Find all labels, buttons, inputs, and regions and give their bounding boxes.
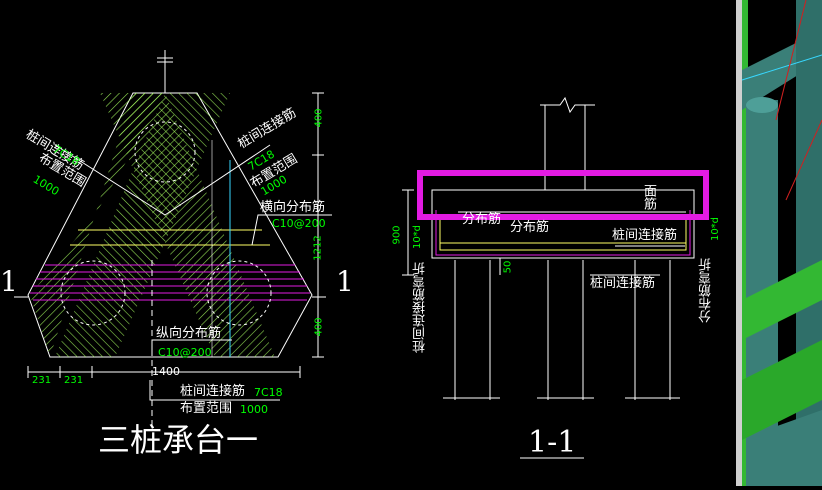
3d-model-view[interactable] — [736, 0, 822, 486]
section-connect-label: 桩间连接筋 — [612, 228, 678, 243]
vertical-dist-label: 纵向分布筋 — [156, 326, 222, 341]
plan-title: 三桩承台一 — [98, 421, 259, 459]
section-dist-label: 分布筋 — [462, 212, 502, 227]
horizontal-dist-label: 横向分布筋 — [260, 200, 326, 215]
bottom-range-value: 1000 — [240, 403, 268, 416]
pile-cap-plan — [14, 50, 584, 459]
dimension-bottom — [27, 366, 301, 378]
section-mark-right: 1 — [336, 265, 354, 298]
section-dist-label-2: 分布筋 — [510, 220, 550, 235]
model-canvas — [736, 0, 822, 486]
rebar-band-b — [55, 93, 230, 357]
section-bend-right-label: 分布筋弯折 — [699, 258, 714, 323]
dim-middle: 1212 — [312, 235, 324, 261]
dim-left-b: 231 — [64, 375, 84, 386]
dim-width: 1400 — [152, 365, 180, 378]
dim-top: 400 — [313, 108, 325, 128]
section-piles — [443, 260, 680, 400]
section-connect-bottom-label: 桩间连接筋 — [590, 276, 656, 291]
dimension-right — [312, 92, 324, 358]
rebar-band-left — [30, 93, 166, 357]
dim-bottom: 400 — [313, 317, 325, 337]
pile-right — [206, 260, 272, 326]
section-anchor-right: 10*d — [710, 216, 722, 242]
section-cover-dim: 50 — [502, 260, 514, 274]
magenta-bars — [30, 264, 310, 301]
cad-canvas — [14, 50, 695, 459]
section-top-bar-label: 面筋 — [641, 184, 656, 210]
cad-drawing-area[interactable]: 1 1 桩间连接筋 7C18 布置范围 1000 桩间连接筋 7C18 布置范围… — [0, 0, 736, 486]
section-mark-left: 1 — [0, 265, 18, 298]
section-height-dim: 900 — [391, 225, 403, 245]
section-anchor-left: 10*d — [412, 224, 424, 250]
section-title: 1-1 — [528, 425, 577, 460]
selection-highlight[interactable] — [417, 170, 709, 220]
section-view — [402, 96, 695, 400]
pile-top — [134, 121, 196, 183]
horizontal-dist-spec: C10@200 — [272, 217, 326, 230]
bottom-rebar-label: 桩间连接筋 — [180, 384, 246, 399]
vertical-dist-spec: C10@200 — [158, 346, 212, 359]
bottom-range-label: 布置范围 — [180, 401, 233, 416]
pile-left — [60, 260, 126, 326]
bottom-rebar-spec: 7C18 — [254, 386, 283, 399]
section-bend-left-label: 桩间连接筋弯折 — [413, 262, 428, 353]
dim-left-a: 231 — [32, 375, 52, 386]
